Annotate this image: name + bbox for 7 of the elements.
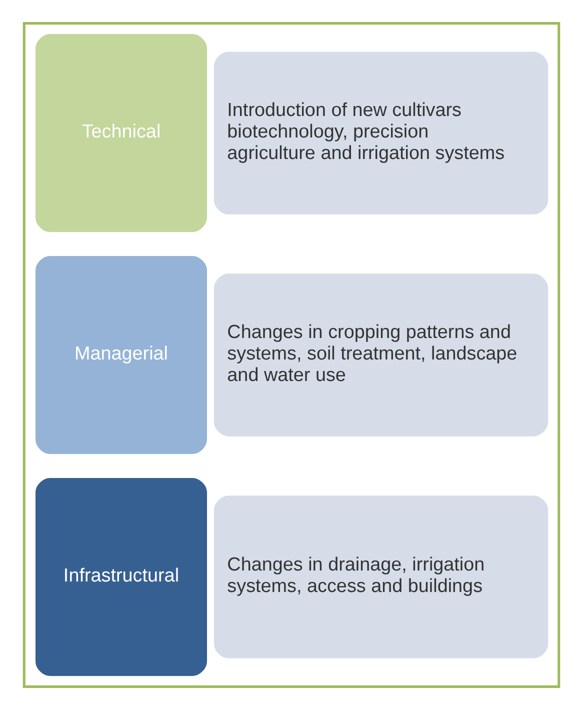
node-box: Changes in drainage, irrigation systems, access and buildings (212, 494, 549, 660)
node-box: Changes in cropping patterns and systems, soil treatment, landscape and water use (212, 272, 549, 438)
node-box: Introduction of new cultivars biotechnology, precision agriculture and irrigation systems (212, 50, 549, 216)
cluster (22, 22, 560, 688)
node-box: Infrastructural (34, 476, 208, 678)
node-box: Technical (34, 32, 208, 234)
node-box: Managerial (34, 254, 208, 456)
